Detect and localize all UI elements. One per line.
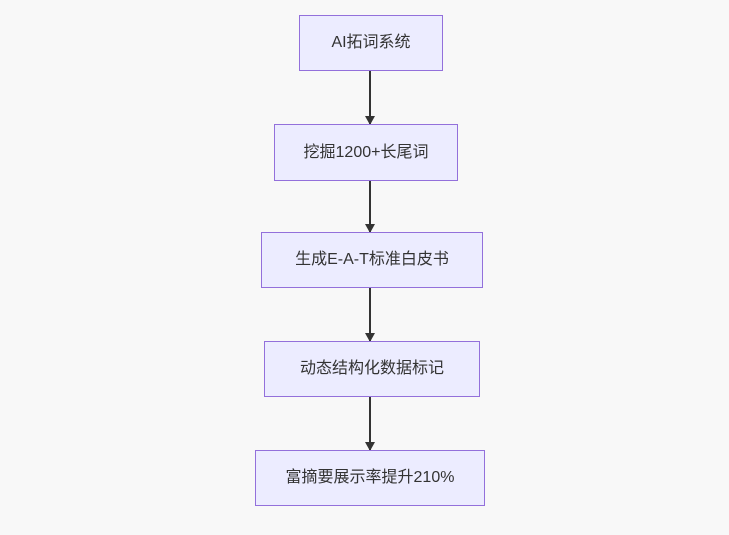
flow-node-label: AI拓词系统 [331, 34, 411, 52]
flow-node-label: 挖掘1200+长尾词 [303, 143, 429, 161]
arrow-connector-4 [369, 397, 371, 450]
flow-node-label: 富摘要展示率提升210% [285, 469, 455, 487]
flow-node-structured-data-markup: 动态结构化数据标记 [264, 341, 480, 397]
flow-node-label: 生成E-A-T标准白皮书 [295, 251, 449, 269]
flow-node-label: 动态结构化数据标记 [299, 360, 444, 378]
arrow-connector-1 [369, 71, 371, 124]
flow-node-longtail-mining: 挖掘1200+长尾词 [274, 124, 458, 181]
flow-node-ai-keyword-system: AI拓词系统 [299, 15, 443, 71]
arrow-connector-2 [369, 181, 371, 232]
flow-node-eat-whitepaper: 生成E-A-T标准白皮书 [261, 232, 483, 288]
flow-node-rich-snippet-result: 富摘要展示率提升210% [255, 450, 485, 506]
arrow-connector-3 [369, 288, 371, 341]
